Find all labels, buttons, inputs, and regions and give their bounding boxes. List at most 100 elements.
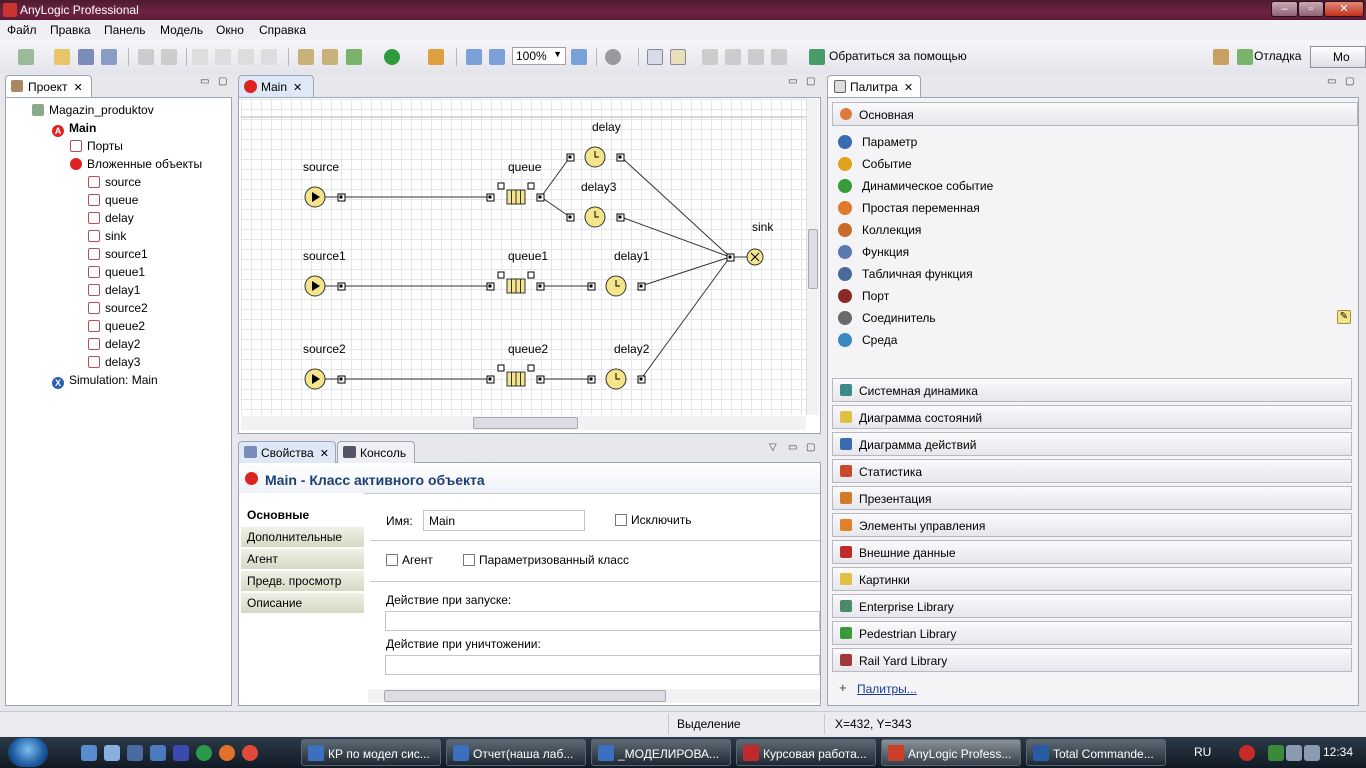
- palette-item[interactable]: Коллекция: [838, 223, 921, 237]
- horizontal-scroll-thumb[interactable]: [473, 417, 578, 429]
- perspective-icon[interactable]: [1213, 49, 1229, 65]
- palette-item[interactable]: Событие: [838, 157, 912, 171]
- menu-file[interactable]: Файл: [7, 23, 37, 37]
- model-canvas[interactable]: source queue delay delay3 sink source1 q…: [241, 99, 806, 415]
- maximize-panel-icon[interactable]: ▢: [806, 76, 816, 87]
- tree-item[interactable]: Порты: [70, 139, 123, 153]
- palette-item[interactable]: Порт: [838, 289, 889, 303]
- minimize-panel-icon[interactable]: ▭: [200, 76, 210, 87]
- maximize-panel-icon[interactable]: ▢: [218, 76, 228, 87]
- copy-icon[interactable]: [215, 49, 231, 65]
- palette-section[interactable]: Pedestrian Library: [832, 621, 1352, 645]
- menu-help[interactable]: Справка: [259, 23, 307, 37]
- grid-icon[interactable]: [647, 49, 663, 65]
- maximize-panel-icon[interactable]: ▢: [1345, 76, 1355, 87]
- language-indicator[interactable]: RU: [1194, 745, 1212, 759]
- palette-section[interactable]: Внешние данные: [832, 540, 1352, 564]
- tree-item[interactable]: delay: [88, 211, 134, 225]
- task-word-kr[interactable]: КР по модел сис...: [301, 739, 441, 766]
- close-icon[interactable]: ✕: [73, 82, 83, 94]
- tree-item[interactable]: delay3: [88, 355, 140, 369]
- section-basic[interactable]: Основные: [241, 505, 364, 526]
- tab-palette[interactable]: Палитра✕: [827, 75, 921, 97]
- tree-item[interactable]: delay1: [88, 283, 140, 297]
- minimize-panel-icon[interactable]: ▭: [788, 442, 798, 453]
- task-anylogic[interactable]: AnyLogic Profess...: [881, 739, 1021, 766]
- volume-icon[interactable]: [1304, 745, 1320, 761]
- view-menu-icon[interactable]: ▽: [769, 442, 777, 453]
- snap-icon[interactable]: [670, 49, 686, 65]
- align-3-icon[interactable]: [748, 49, 764, 65]
- palette-section[interactable]: Системная динамика: [832, 378, 1352, 402]
- zoom-fit-icon[interactable]: [466, 49, 482, 65]
- build-all-icon[interactable]: [322, 49, 338, 65]
- explorer-icon[interactable]: [104, 745, 120, 761]
- palette-item[interactable]: Соединитель: [838, 311, 936, 325]
- palette-section[interactable]: Диаграмма состояний: [832, 405, 1352, 429]
- tree-item[interactable]: delay2: [88, 337, 140, 351]
- palette-section[interactable]: Enterprise Library: [832, 594, 1352, 618]
- maximize-button[interactable]: ▫: [1298, 1, 1324, 17]
- clock[interactable]: 12:34: [1323, 745, 1354, 759]
- palette-item[interactable]: Параметр: [838, 135, 917, 149]
- network-tray-icon[interactable]: [1286, 745, 1302, 761]
- palette-item[interactable]: Среда: [838, 333, 897, 347]
- tab-properties[interactable]: Свойства✕: [238, 441, 336, 463]
- agent-checkbox[interactable]: Агент: [386, 553, 433, 567]
- close-icon[interactable]: ✕: [319, 448, 329, 460]
- close-window-button[interactable]: ✕: [1324, 1, 1364, 17]
- startup-action-editor[interactable]: [385, 611, 820, 631]
- palette-section[interactable]: Rail Yard Library: [832, 648, 1352, 672]
- palette-section[interactable]: Диаграмма действий: [832, 432, 1352, 456]
- menu-model[interactable]: Модель: [160, 23, 204, 37]
- exclude-checkbox[interactable]: Исключить: [615, 513, 691, 527]
- palettes-link[interactable]: Палитры...: [857, 682, 917, 696]
- align-icon[interactable]: [702, 49, 718, 65]
- tree-item[interactable]: source1: [88, 247, 148, 261]
- run-icon[interactable]: [384, 49, 400, 65]
- opera-icon[interactable]: [1239, 745, 1255, 761]
- palette-section[interactable]: Картинки: [832, 567, 1352, 591]
- start-button[interactable]: [8, 738, 48, 767]
- utorrent-icon[interactable]: [196, 745, 212, 761]
- section-advanced[interactable]: Дополнительные: [241, 527, 364, 548]
- disk-icon[interactable]: [173, 745, 189, 761]
- minimize-button[interactable]: –: [1271, 1, 1298, 17]
- paste-icon[interactable]: [238, 49, 254, 65]
- palette-item[interactable]: Динамическое событие: [838, 179, 993, 193]
- tab-main[interactable]: Main✕: [238, 75, 314, 97]
- monitor-icon[interactable]: [127, 745, 143, 761]
- menu-edit[interactable]: Правка: [50, 23, 91, 37]
- palette-item[interactable]: Функция: [838, 245, 909, 259]
- tree-item[interactable]: source: [88, 175, 141, 189]
- name-input[interactable]: Main: [423, 510, 585, 531]
- model-perspective-button[interactable]: Mo: [1310, 46, 1366, 68]
- tree-item[interactable]: queue2: [88, 319, 145, 333]
- horizontal-scrollbar[interactable]: [241, 416, 806, 430]
- pencil-icon[interactable]: ✎: [1337, 310, 1351, 324]
- cut-icon[interactable]: [192, 49, 208, 65]
- align-2-icon[interactable]: [725, 49, 741, 65]
- zoom-in-icon[interactable]: [571, 49, 587, 65]
- help-button[interactable]: Обратиться за помощью: [829, 49, 967, 63]
- undo-icon[interactable]: [138, 49, 154, 65]
- parametrized-checkbox[interactable]: Параметризованный класс: [463, 553, 629, 567]
- align-4-icon[interactable]: [771, 49, 787, 65]
- marker-icon[interactable]: [605, 49, 621, 65]
- menu-panel[interactable]: Панель: [104, 23, 146, 37]
- redo-icon[interactable]: [161, 49, 177, 65]
- tree-item[interactable]: queue: [88, 193, 138, 207]
- open-icon[interactable]: [54, 49, 70, 65]
- chrome-icon[interactable]: [242, 745, 258, 761]
- close-icon[interactable]: ✕: [293, 82, 303, 94]
- minimize-panel-icon[interactable]: ▭: [1327, 76, 1337, 87]
- task-total-commander[interactable]: Total Commande...: [1026, 739, 1166, 766]
- destroy-action-editor[interactable]: [385, 655, 820, 675]
- tree-item[interactable]: Magazin_produktov: [32, 103, 154, 117]
- palette-item[interactable]: Простая переменная: [838, 201, 980, 215]
- palette-section[interactable]: Элементы управления: [832, 513, 1352, 537]
- menu-window[interactable]: Окно: [216, 23, 244, 37]
- tab-project[interactable]: Проект✕: [5, 75, 92, 97]
- task-pdf-coursework[interactable]: Курсовая работа...: [736, 739, 876, 766]
